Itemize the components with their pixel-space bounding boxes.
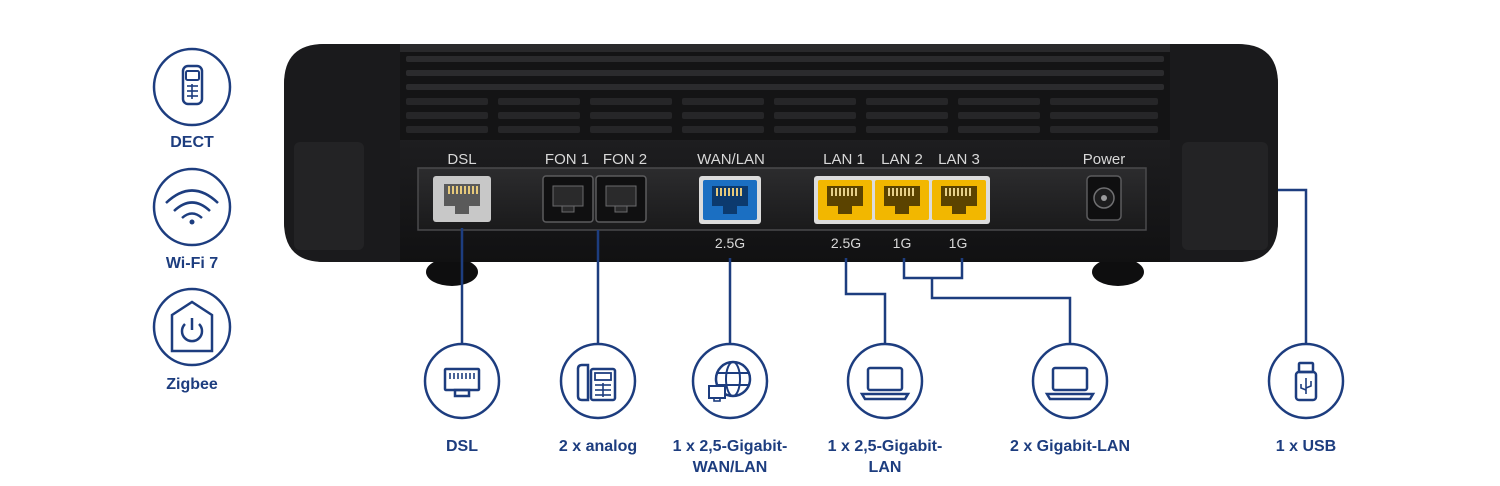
speed-label-lan2: 1G xyxy=(892,235,912,251)
connection-icons xyxy=(423,342,1345,420)
port-label-dsl: DSL xyxy=(447,151,477,168)
left-side-panel xyxy=(294,142,364,250)
globe-network-icon xyxy=(691,342,769,420)
left-foot xyxy=(426,258,478,286)
feature-icons xyxy=(152,47,232,367)
connection-label-usb-text: 1 x USB xyxy=(1275,438,1337,455)
wanlan-port xyxy=(699,176,761,224)
connection-label-gigabit: 2 x Gigabit-LAN xyxy=(980,436,1160,457)
dsl-port xyxy=(433,176,491,222)
port-label-fon1: FON 1 xyxy=(544,151,590,168)
lan1-port xyxy=(818,180,872,220)
wifi-icon xyxy=(152,167,232,247)
right-side-panel xyxy=(1182,142,1268,250)
power-port xyxy=(1086,175,1122,221)
right-foot xyxy=(1092,258,1144,286)
feature-label-dect: DECT xyxy=(170,134,214,151)
lan3-port xyxy=(932,180,986,220)
laptop-icon-2 xyxy=(1031,342,1109,420)
port-label-fon2: FON 2 xyxy=(602,151,648,168)
feature-label-wifi: Wi-Fi 7 xyxy=(165,255,219,272)
connection-label-wanlan: 1 x 2,5-Gigabit- WAN/LAN xyxy=(640,436,820,478)
connection-label-wanlan-line2: WAN/LAN xyxy=(692,459,768,476)
connection-label-usb: 1 x USB xyxy=(1216,436,1396,457)
speed-label-lan3: 1G xyxy=(948,235,968,251)
port-label-power: Power xyxy=(1082,151,1126,168)
connection-label-wanlan-line1: 1 x 2,5-Gigabit- xyxy=(672,438,788,455)
connection-label-analog-text: 2 x analog xyxy=(558,438,638,455)
connector-lines xyxy=(460,188,1308,344)
connection-label-dsl-text: DSL xyxy=(446,438,478,455)
connection-label-analog: 2 x analog xyxy=(508,436,688,457)
laptop-icon xyxy=(846,342,924,420)
feature-label-zigbee: Zigbee xyxy=(166,376,218,393)
dsl-port-icon xyxy=(423,342,501,420)
fon1-port xyxy=(542,175,594,223)
connection-label-lan25-line2: LAN xyxy=(868,459,902,476)
port-label-lan2: LAN 2 xyxy=(881,151,923,168)
connection-label-dsl: DSL xyxy=(372,436,552,457)
fon2-port xyxy=(595,175,647,223)
speed-label-lan1: 2.5G xyxy=(830,235,862,251)
port-label-wanlan: WAN/LAN xyxy=(697,151,765,168)
connection-label-gigabit-text: 2 x Gigabit-LAN xyxy=(1009,438,1130,455)
connection-label-lan25-line1: 1 x 2,5-Gigabit- xyxy=(827,438,943,455)
speed-label-wanlan: 2.5G xyxy=(714,235,746,251)
usb-stick-icon xyxy=(1267,342,1345,420)
analog-phone-icon xyxy=(559,342,637,420)
port-label-lan3: LAN 3 xyxy=(938,151,980,168)
dect-phone-icon xyxy=(152,47,232,127)
connection-label-lan25: 1 x 2,5-Gigabit- LAN xyxy=(795,436,975,478)
smart-home-icon xyxy=(152,287,232,367)
lan2-port xyxy=(875,180,929,220)
vent-grille xyxy=(400,52,1170,140)
port-panel xyxy=(417,167,1147,231)
port-label-lan1: LAN 1 xyxy=(823,151,865,168)
